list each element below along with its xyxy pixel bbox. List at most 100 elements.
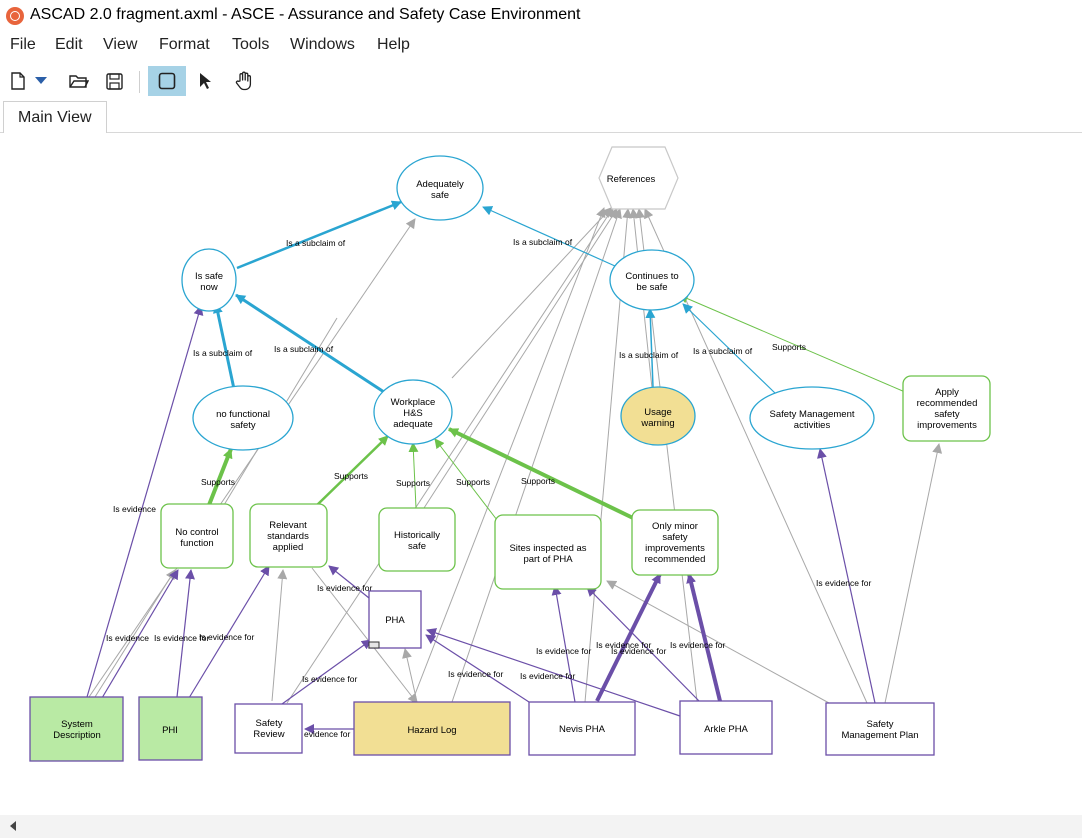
edge-label-evidence: Is evidence [106,633,149,643]
diagram-canvas[interactable]: Is a subclaim of Is a subclaim of Is a s… [7,133,1082,815]
rectangle-tool-button[interactable] [148,66,186,96]
assurance-case-diagram[interactable]: Is a subclaim of Is a subclaim of Is a s… [7,133,1082,815]
edge-ref-plan-apply[interactable] [884,443,943,704]
edge-evidence-arkle-pha[interactable] [426,628,681,717]
edge-ref-review-references[interactable] [286,207,614,704]
pan-tool-button[interactable] [231,66,257,96]
node-arkle-pha[interactable]: Arkle PHA [679,700,773,755]
edge-evidence-nevis-onlyminor[interactable] [595,573,662,702]
edge-ref-hazardlog-references-1[interactable] [411,207,606,703]
edge-label-subclaim: Is a subclaim of [513,237,573,247]
folder-open-icon [69,75,89,88]
edge-label-supports: Supports [334,471,368,481]
menu-help[interactable]: Help [377,36,410,53]
edge-subclaim-nofunc-issafe[interactable] [212,303,236,390]
edge-ref-historically-references[interactable] [423,208,618,509]
edge-label-subclaim: Is a subclaim of [286,238,346,248]
edge-evidence-systemdesc-issafe[interactable] [86,305,204,698]
scroll-left-arrow-icon[interactable] [10,821,16,831]
new-dropdown-button[interactable] [32,66,50,96]
svg-text:Nevis PHA: Nevis PHA [559,724,606,735]
horizontal-scrollbar[interactable] [0,815,1082,838]
edge-evidence-systemdesc-nocontrol[interactable] [101,569,179,699]
menu-edit[interactable]: Edit [55,36,83,53]
node-pha[interactable]: PHA [368,590,422,649]
node-phi[interactable]: PHI [138,696,203,761]
edge-supports-apply-continues[interactable] [678,293,906,393]
open-button[interactable] [66,66,92,96]
new-document-icon [11,72,25,90]
edge-label-evidence: Is evidence [113,504,156,514]
select-tool-button[interactable] [193,66,217,96]
edge-supports-relevant-workplace[interactable] [314,435,389,508]
menu-tools[interactable]: Tools [232,36,270,53]
edge-evidence-nevis-sites[interactable] [551,585,576,703]
menu-format[interactable]: Format [159,36,210,53]
node-hazard-log[interactable]: Hazard Log [353,701,511,756]
edge-ref-plan-onlyminor[interactable] [606,580,830,704]
edge-supports-onlyminor-workplace[interactable] [448,427,634,520]
edge-supports-historically-workplace[interactable] [408,442,419,509]
edge-evidence-phi-nocontrol[interactable] [176,569,195,698]
edge-ref-hazardlog-references-2[interactable] [451,208,622,703]
title-bar: ASCAD 2.0 fragment.axml - ASCE - Assuran… [0,0,1082,32]
edge-ref-review-relevant[interactable] [271,569,288,702]
edge-evidence-plan-sma[interactable] [817,448,876,704]
edge-supports-nocontrol-nofunc[interactable] [207,448,233,506]
rectangle-tool-icon [158,72,176,90]
asce-app-icon [6,7,24,25]
edge-subclaim-sma-continues[interactable] [682,303,777,395]
edge-label-evidence: Is evidence for [670,640,725,650]
tab-main-view[interactable]: Main View [3,101,107,133]
edge-subclaim-workplace-issafe[interactable] [235,293,388,396]
edge-ref-workplace-references[interactable] [451,207,612,379]
edge-label-evidence: Is evidence for [295,729,350,739]
edge-evidence-nevis-pha[interactable] [425,634,530,703]
node-nevis-pha[interactable]: Nevis PHA [528,701,636,756]
edge-ref-systemdesc-nocontrol[interactable] [94,569,176,698]
save-button[interactable] [102,66,126,96]
menu-file[interactable]: File [10,36,36,53]
edge-subclaim-issafe-adequately[interactable] [236,200,402,270]
edge-ref-relevant-hazardlog[interactable] [311,567,418,704]
edge-subclaim-continues-adequately[interactable] [482,206,616,267]
menu-view[interactable]: View [103,36,138,53]
edge-ref-hazardlog-pha[interactable] [402,648,418,703]
edge-evidence-arkle-sites[interactable] [586,586,701,703]
edge-evidence-review-pha[interactable] [281,639,372,705]
edge-subclaim-usage-continues[interactable] [645,308,656,388]
edge-label-subclaim: Is a subclaim of [193,348,253,358]
edge-evidence-arkle-onlyminor[interactable] [686,573,722,702]
edge-evidence-phi-relevant[interactable] [188,565,270,699]
node-references[interactable]: References [598,146,679,210]
new-document-button[interactable] [6,66,30,96]
edge-label-evidence: Is evidence for [302,674,357,684]
edge-supports-sites-workplace[interactable] [434,438,498,521]
menu-windows[interactable]: Windows [290,36,355,53]
edge-evidence-pha-relevant[interactable] [328,565,370,599]
